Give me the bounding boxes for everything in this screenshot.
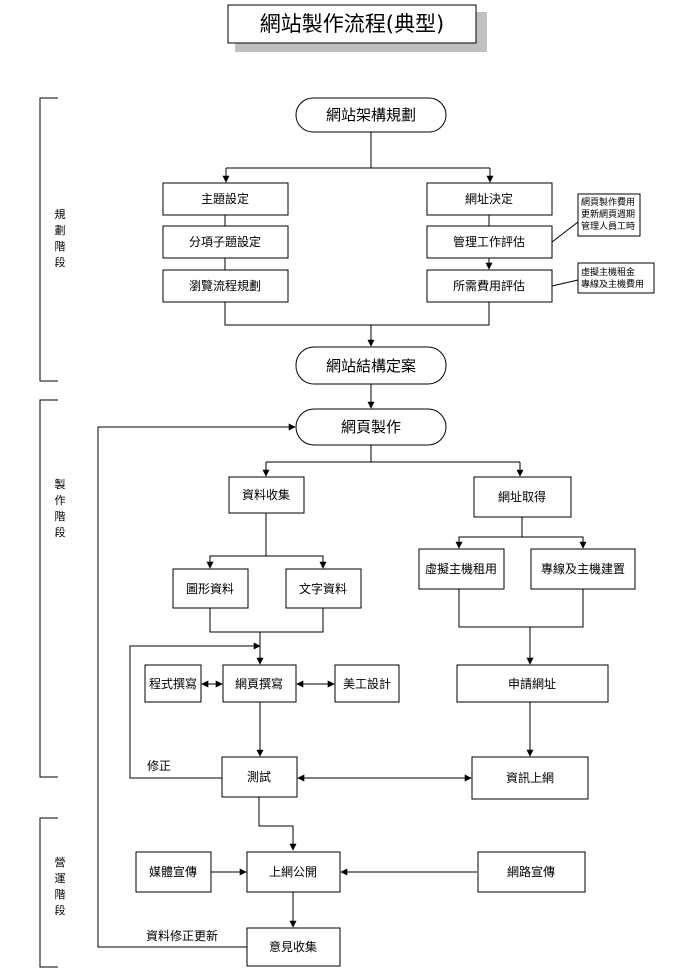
svg-text:規: 規: [55, 207, 66, 221]
svg-text:製: 製: [55, 477, 66, 491]
node-cost: [426, 269, 553, 303]
note-cost-line: 專線及主機費用: [581, 278, 644, 290]
node-mgmt-label: 管理工作評估: [453, 234, 525, 249]
node-apply: [456, 664, 609, 703]
node-graphics-label: 圖形資料: [186, 582, 234, 596]
edge: [458, 589, 584, 628]
svg-text:階: 階: [55, 887, 66, 901]
node-collect: [228, 476, 305, 514]
node-get-url: [473, 476, 572, 518]
node-netpromo: [477, 851, 586, 893]
node-publish: [246, 851, 341, 893]
edge: [258, 797, 297, 851]
svg-text:段: 段: [55, 903, 66, 917]
label-update: 資料修正更新: [146, 928, 218, 943]
edge-update-loop: [97, 423, 296, 948]
edge: [266, 555, 327, 569]
node-media-label: 媒體宣傳: [149, 864, 197, 879]
svg-text:作: 作: [55, 494, 66, 507]
node-art: [334, 664, 400, 703]
note-mgmt-line: 更新網頁週期: [581, 208, 635, 220]
operation-bracket: [39, 817, 58, 968]
svg-text:階: 階: [55, 509, 66, 523]
planning-bracket: [39, 97, 58, 382]
edge: [206, 513, 267, 569]
node-domain-label: 網址決定: [465, 191, 513, 206]
node-webpage-label: 網頁製作: [341, 418, 401, 436]
note-mgmt-line: 管理人員工時: [581, 220, 635, 232]
node-virtual-label: 虛擬主機租用: [425, 561, 497, 576]
node-topic-label: 主題設定: [201, 191, 249, 206]
node-art-label: 美工設計: [343, 676, 391, 691]
production-bracket: [39, 399, 58, 778]
edge: [522, 536, 587, 549]
node-domain: [426, 182, 553, 216]
phase-label-production: 製 作 階 段: [55, 477, 66, 539]
node-apply-label: 申請網址: [508, 677, 556, 691]
node-subtopic: [162, 225, 289, 259]
node-test: [221, 756, 298, 798]
note-mgmt: [577, 193, 641, 237]
node-graphics: [172, 568, 249, 609]
label-fix: 修正: [147, 758, 171, 773]
svg-text:運: 運: [55, 872, 66, 885]
node-test-label: 測試: [247, 769, 271, 784]
node-feedback-label: 意見收集: [269, 939, 317, 954]
node-topic: [162, 182, 289, 216]
node-subtopic-label: 分項子題設定: [189, 234, 261, 249]
edge-fix-loop: [129, 642, 261, 779]
note-leader: [551, 221, 579, 243]
svg-text:營: 營: [55, 856, 66, 869]
node-text-data-label: 文字資料: [299, 581, 347, 596]
node-program-label: 程式撰寫: [149, 676, 197, 691]
node-page-write: [222, 664, 297, 703]
phase-label-planning: 規 劃 階 段: [55, 207, 66, 269]
node-netpromo-label: 網路宣傳: [507, 864, 555, 879]
page-title: 網站製作流程(典型): [260, 12, 444, 36]
edge: [455, 517, 523, 549]
note-cost-line: 虛擬主機租金: [581, 266, 635, 278]
svg-text:段: 段: [55, 525, 66, 539]
node-browse: [162, 269, 289, 303]
node-media: [135, 851, 212, 893]
node-online-label: 資訊上網: [506, 770, 554, 785]
edge: [209, 608, 324, 633]
note-leader: [551, 279, 579, 287]
node-collect-label: 資料收集: [242, 487, 290, 502]
node-program: [144, 664, 202, 703]
node-cost-label: 所需費用評估: [453, 278, 525, 293]
svg-text:階: 階: [55, 239, 66, 253]
node-browse-label: 瀏覽流程規劃: [189, 278, 261, 293]
node-arch-label: 網站架構規劃: [326, 106, 416, 124]
edge: [224, 302, 490, 326]
node-get-url-label: 網址取得: [498, 489, 546, 504]
note-mgmt-line: 網頁製作費用: [581, 196, 635, 208]
node-virtual: [418, 548, 505, 590]
node-dedicated-label: 專線及主機建置: [541, 561, 625, 576]
node-online: [471, 756, 589, 800]
node-page-write-label: 網頁撰寫: [235, 676, 283, 691]
svg-text:劃: 劃: [55, 223, 66, 237]
svg-text:段: 段: [55, 255, 66, 269]
node-publish-label: 上網公開: [269, 865, 317, 879]
note-cost: [577, 262, 655, 294]
title-box: [227, 4, 477, 44]
phase-label-operation: 營 運 階 段: [55, 856, 66, 917]
node-feedback: [246, 927, 341, 967]
node-dedicated: [530, 548, 636, 590]
node-structure-label: 網站結構定案: [326, 357, 416, 375]
